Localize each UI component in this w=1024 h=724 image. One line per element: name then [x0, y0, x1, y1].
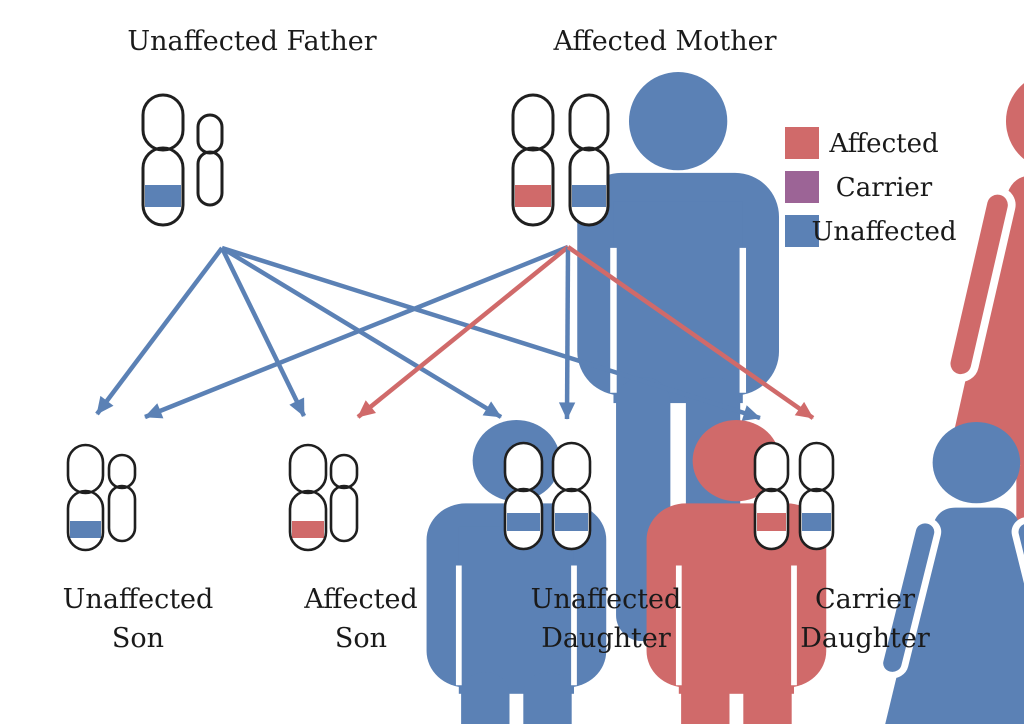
father-title: Unaffected Father	[127, 26, 376, 57]
legend-label-affected: Affected	[828, 129, 938, 159]
affected-son-label-line2: Son	[335, 623, 387, 654]
affected-son-group: Affected Son	[288, 420, 826, 724]
carrier-daughter-label-line2: Daughter	[800, 623, 930, 654]
affected-son-label-line1: Affected	[303, 584, 417, 615]
unaffected-son-y-chromosome	[107, 453, 137, 543]
legend-label-unaffected: Unaffected	[811, 217, 956, 247]
affected-son-x-band	[292, 521, 324, 538]
unaffected-son-group: Unaffected Son	[63, 420, 607, 724]
carrier-daughter-x2-chromosome	[798, 441, 835, 551]
mother-group: Affected Mother	[511, 26, 1024, 641]
legend: Affected Carrier Unaffected	[785, 127, 957, 247]
father-group: Unaffected Father	[127, 26, 779, 641]
arrow-father-to-affected-son	[219, 247, 307, 417]
mother-x2-band	[572, 185, 606, 207]
legend-swatch-affected	[785, 127, 819, 159]
arrow-mother-to-affected-son	[356, 245, 570, 419]
arrow-mother-to-unaffected-son	[144, 244, 569, 420]
arrow-mother-to-carrier-daughter	[566, 245, 815, 420]
carrier-daughter-x2-band	[802, 513, 831, 531]
unaffected-daughter-x1-band	[507, 513, 540, 531]
arrow-father-to-unaffected-daughter	[220, 246, 503, 419]
legend-swatch-unaffected	[785, 215, 819, 247]
carrier-daughter-label-line1: Carrier	[815, 584, 915, 615]
unaffected-son-label-line1: Unaffected	[63, 584, 214, 615]
father-x-chromosome	[141, 93, 185, 227]
carrier-daughter-group: Carrier Daughter	[753, 441, 930, 654]
unaffected-son-x-chromosome	[66, 443, 105, 552]
mother-x1-band	[515, 185, 551, 207]
unaffected-daughter-label-line1: Unaffected	[531, 584, 682, 615]
unaffected-daughter-x2-chromosome	[551, 441, 592, 551]
unaffected-daughter-x2-band	[555, 513, 588, 531]
carrier-daughter-x1-chromosome	[753, 441, 790, 551]
arrow-father-to-unaffected-son	[95, 246, 224, 416]
legend-swatch-carrier	[785, 171, 819, 203]
father-x-band	[145, 185, 181, 207]
carrier-daughter-x1-band	[757, 513, 786, 531]
mother-title: Affected Mother	[552, 26, 776, 57]
arrow-mother-to-unaffected-daughter	[558, 246, 576, 420]
father-y-chromosome	[196, 113, 224, 207]
affected-son-y-chromosome	[329, 453, 359, 543]
mother-x2-chromosome	[568, 93, 610, 227]
unaffected-daughter-label-line2: Daughter	[541, 623, 671, 654]
arrow-father-to-carrier-daughter	[221, 245, 761, 421]
unaffected-daughter-figure	[877, 422, 1024, 724]
inheritance-arrows	[95, 244, 815, 421]
unaffected-son-label-line2: Son	[112, 623, 164, 654]
unaffected-son-x-band	[70, 521, 101, 538]
unaffected-daughter-x1-chromosome	[503, 441, 544, 551]
mother-x1-chromosome	[511, 93, 555, 227]
unaffected-daughter-group: Unaffected Daughter	[503, 422, 1024, 724]
affected-son-x-chromosome	[288, 443, 328, 552]
legend-label-carrier: Carrier	[836, 173, 933, 203]
